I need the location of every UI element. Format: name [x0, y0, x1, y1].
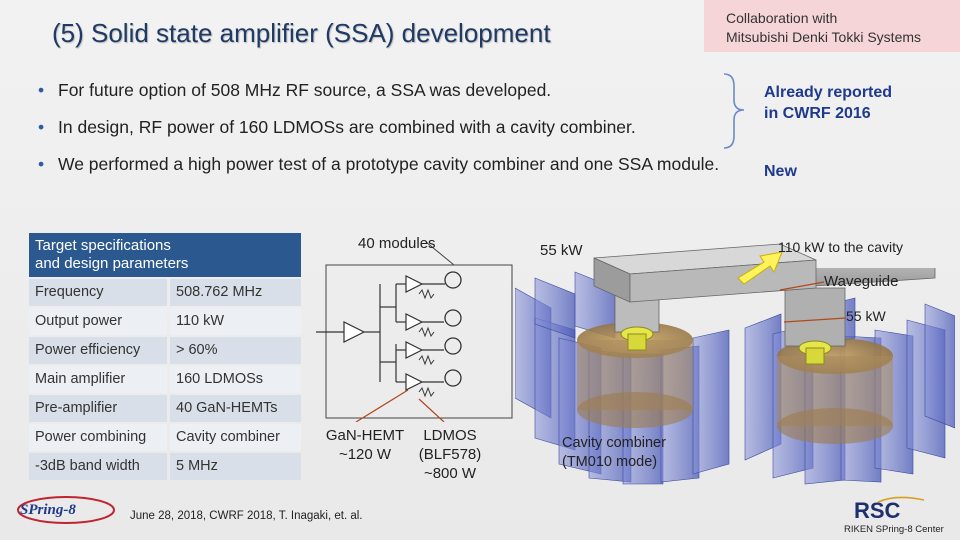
spec-param: Output power — [29, 308, 167, 335]
new-note: New — [764, 163, 797, 180]
ldmos-label-line-1: LDMOS — [423, 427, 477, 444]
riken-logo-text: RSC — [854, 498, 901, 523]
bullet-item: In design, RF power of 160 LDMOSs are co… — [38, 115, 738, 139]
output-power-label: 110 kW to the cavity — [778, 239, 904, 255]
gan-label-line-1: GaN-HEMT — [325, 427, 405, 444]
citation: June 28, 2018, CWRF 2018, T. Inagaki, et… — [130, 510, 363, 522]
leader-lines — [779, 281, 847, 323]
spring8-logo-text: SPring-8 — [20, 502, 76, 518]
spec-value: 160 LDMOSs — [170, 366, 301, 393]
waveguide-shape — [593, 243, 817, 303]
spec-param: Power combining — [29, 424, 167, 451]
spec-param: Power efficiency — [29, 337, 167, 364]
cavity-combiner-image — [515, 268, 955, 485]
spec-value: 40 GaN-HEMTs — [170, 395, 301, 422]
spec-value: 110 kW — [170, 308, 301, 335]
spec-param: Main amplifier — [29, 366, 167, 393]
waveguide-label: Waveguide — [824, 273, 899, 290]
modules-label: 40 modules — [358, 235, 436, 252]
already-reported-line-1: Already reported — [764, 84, 893, 101]
gan-label: GaN-HEMT ~120 W — [325, 426, 405, 464]
spec-table-header: Target specifications and design paramet… — [29, 233, 301, 277]
riken-center-text: RIKEN SPring-8 Center — [844, 524, 944, 535]
table-row: Power efficiency> 60% — [29, 337, 301, 364]
output-arrow-icon — [737, 251, 783, 285]
spec-header-line-2: and design parameters — [35, 255, 189, 272]
cavity-combiner-line-1: Cavity combiner — [562, 435, 666, 451]
riken-logo: RSC — [854, 496, 925, 523]
ldmos-label-line-2: (BLF578) — [418, 446, 482, 463]
collaboration-line-1: Collaboration with — [726, 10, 838, 26]
curly-brace-icon — [723, 73, 745, 149]
left-55kw-label: 55 kW — [540, 242, 583, 259]
spec-param: Pre-amplifier — [29, 395, 167, 422]
gan-label-line-2: ~120 W — [338, 446, 392, 463]
bullet-list: For future option of 508 MHz RF source, … — [38, 78, 738, 189]
spec-value: 5 MHz — [170, 453, 301, 480]
collaboration-line-2: Mitsubishi Denki Tokki Systems — [726, 29, 922, 45]
already-reported-note: Already reported in CWRF 2016 — [764, 82, 892, 124]
spring8-logo: SPring-8 — [17, 496, 115, 524]
spec-value: 508.762 MHz — [170, 279, 301, 306]
spec-value: Cavity combiner — [170, 424, 301, 451]
spec-value: > 60% — [170, 337, 301, 364]
bullet-item: We performed a high power test of a prot… — [38, 152, 738, 176]
right-55kw-label: 55 kW — [846, 308, 886, 324]
cavity-combiner-label: Cavity combiner (TM010 mode) — [562, 434, 666, 472]
spec-param: Frequency — [29, 279, 167, 306]
already-reported-line-2: in CWRF 2016 — [764, 105, 871, 122]
cavity-combiner-line-2: (TM010 mode) — [562, 454, 658, 470]
ldmos-label: LDMOS (BLF578) ~800 W — [410, 426, 490, 483]
collaboration-box: Collaboration with Mitsubishi Denki Tokk… — [704, 0, 960, 52]
amplifier-tree-diagram — [316, 241, 513, 422]
ldmos-label-line-3: ~800 W — [423, 465, 477, 482]
spec-header-line-1: Target specifications — [35, 237, 171, 254]
bullet-item: For future option of 508 MHz RF source, … — [38, 78, 738, 102]
spec-param: -3dB band width — [29, 453, 167, 480]
slide-title: (5) Solid state amplifier (SSA) developm… — [52, 18, 551, 48]
